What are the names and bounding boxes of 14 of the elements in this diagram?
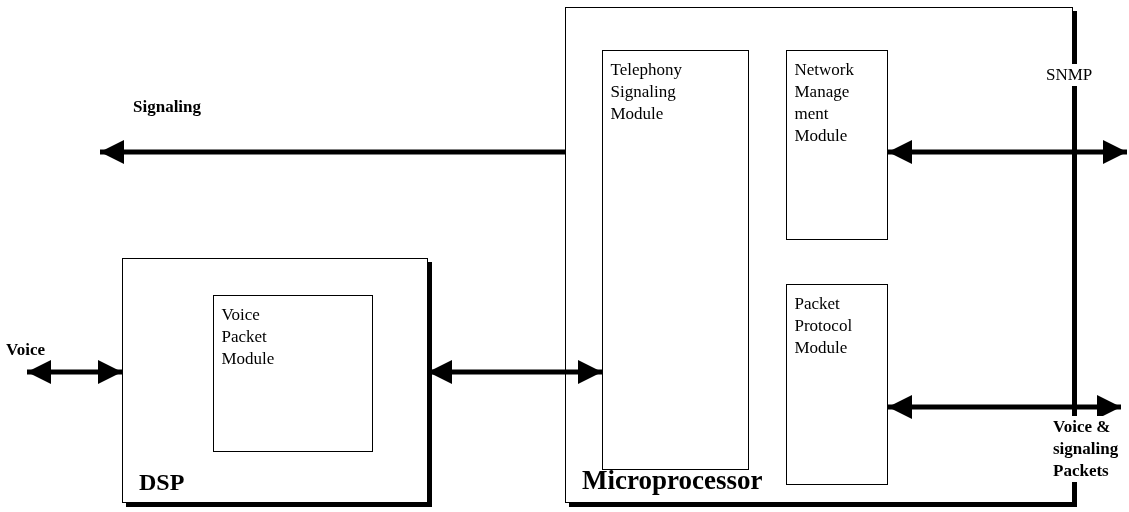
module-label: DSP	[139, 467, 186, 497]
module-box	[785, 283, 888, 485]
arrow	[100, 140, 565, 164]
module-label: Voice Packet Module	[221, 303, 276, 370]
edge-label: SNMP	[1046, 64, 1093, 87]
module-box	[212, 294, 373, 452]
arrow	[27, 360, 122, 384]
module-label: Network Manage ment Module	[794, 58, 855, 147]
module-label: Packet Protocol Module	[794, 292, 854, 359]
module-label: Telephony Signaling Module	[610, 58, 683, 125]
module-box	[601, 49, 749, 470]
arrow	[888, 140, 1127, 164]
arrow	[888, 395, 1121, 419]
module-box	[785, 49, 888, 240]
